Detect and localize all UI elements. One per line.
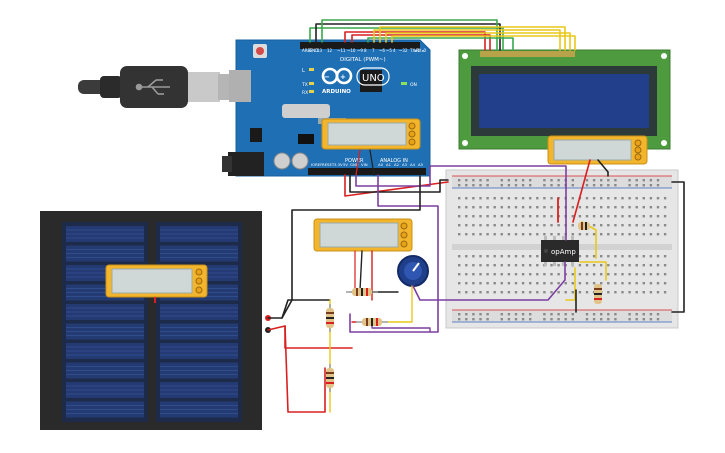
pin-9-label: ~9 (357, 48, 363, 53)
led-tx-label: TX (301, 82, 308, 88)
multimeter-middle[interactable] (313, 218, 413, 252)
arduino-logo-text: ARDUINO (322, 89, 351, 95)
a0-label: A0 (378, 162, 384, 167)
pin-7-label: 7 (372, 48, 375, 53)
uno-label: UNO (362, 73, 385, 84)
resistor-6 (594, 284, 602, 304)
wires (267, 19, 685, 413)
pin-3-label: ~3 (399, 48, 405, 53)
pin-8-label: 8 (364, 48, 367, 53)
resistor-5 (578, 222, 590, 230)
power-jack (228, 152, 264, 176)
resistor-4 (326, 364, 334, 392)
led-l-label: L (302, 68, 305, 74)
pin-11-label: ~11 (337, 48, 346, 53)
pin-12-label: 12 (327, 48, 333, 53)
multimeter-lcd[interactable] (547, 135, 648, 165)
arduino-uno[interactable]: DIGITAL (PWM~) 13 12 ~11 ~10 ~9 8 7 ~6 ~… (222, 39, 431, 177)
3v3-label: 3.3V (334, 162, 343, 167)
pin-2-label: 2 (405, 48, 408, 53)
pin-4-label: 4 (393, 48, 396, 53)
a3-label: A3 (402, 162, 408, 167)
ioref-label: IOREF (311, 162, 322, 167)
opamp-label: opAmp (551, 248, 576, 256)
multimeter-arduino[interactable] (321, 118, 421, 150)
5v-label: 5V (343, 162, 348, 167)
pin-6-label: ~6 (379, 48, 385, 53)
breadboard-holes (458, 179, 667, 321)
resistor-3 (326, 304, 334, 332)
resistor-2 (356, 318, 388, 326)
breadboard[interactable] (445, 169, 679, 329)
a4-label: A4 (410, 162, 416, 167)
lcd-display[interactable] (458, 49, 671, 150)
aref-label: AREF (302, 48, 313, 53)
svg-text:−: − (324, 73, 330, 81)
reset-label: RESET (322, 162, 335, 167)
pin-5-label: ~5 (386, 48, 392, 53)
digital-label: DIGITAL (PWM~) (340, 57, 386, 63)
opamp-chip[interactable]: opAmp (541, 236, 579, 266)
digital-header (300, 42, 420, 49)
usb-icon (135, 79, 170, 95)
usb-cable (78, 66, 240, 108)
uno-badge (356, 67, 390, 86)
led-on-label: ON (410, 82, 417, 88)
gnd2-label: GND (350, 162, 359, 167)
analog-in-label: ANALOG IN (380, 158, 408, 164)
a5-label: A5 (418, 162, 424, 167)
lcd-pin-header (480, 51, 575, 57)
ic-chip-small (360, 70, 382, 92)
led-rx-label: RX (302, 90, 308, 96)
arduino-infinity-logo (321, 67, 353, 85)
lcd-screen (479, 74, 649, 128)
tx-pin-label: TX▸1 (409, 48, 420, 53)
rx-pin-label: RX◂0 (416, 48, 427, 53)
pin-10-label: ~10 (347, 48, 356, 53)
vin-label: VIN (361, 162, 368, 167)
a1-label: A1 (386, 162, 392, 167)
power-label: POWER (345, 158, 364, 164)
multimeter-solar[interactable] (105, 264, 208, 303)
gnd-label: GND (309, 48, 318, 53)
svg-text:+: + (340, 73, 346, 81)
usb-port (229, 70, 251, 102)
solar-panel[interactable] (40, 211, 271, 430)
resistor-1 (346, 288, 378, 296)
a2-label: A2 (394, 162, 400, 167)
crystal (282, 104, 330, 118)
pin-13-label: 13 (317, 48, 323, 53)
potentiometer[interactable] (397, 255, 429, 287)
power-analog-header (308, 168, 426, 175)
